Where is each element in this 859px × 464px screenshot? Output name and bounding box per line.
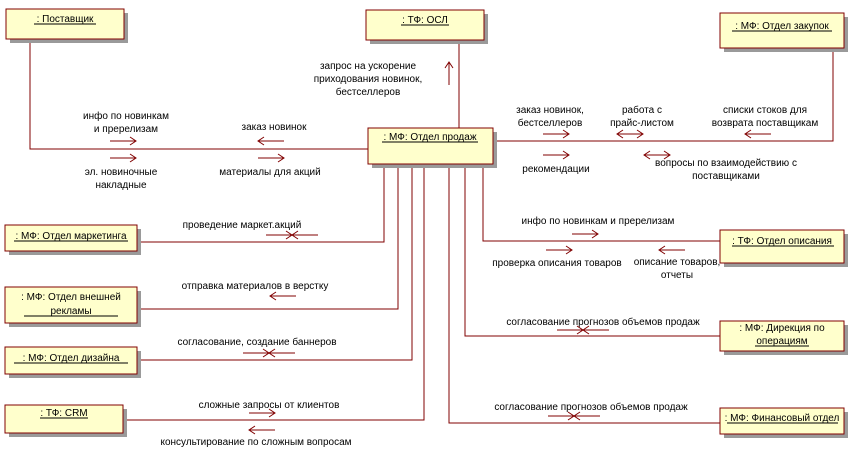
object-design: : МФ: Отдел дизайна [4,346,141,378]
message-arrows [110,61,771,435]
msg-marketing-actions: проведение маркет.акций [183,220,302,231]
msg-purch-stock-2: возврата поставщикам [712,118,819,129]
msg-purch-reco: рекомендации [522,164,589,175]
object-ops-label-line1: : МФ: Дирекция по [739,323,825,334]
arrow-fin-forward [548,411,575,421]
object-sales: : МФ: Отдел продаж [367,127,497,168]
links [29,40,834,424]
arrow-desc-info [572,229,599,239]
msg-purch-questions-2: поставщиками [692,171,760,182]
object-ext-ads: : МФ: Отдел внешней рекламы [4,286,141,327]
object-purchasing-label: : МФ: Отдел закупок [735,21,829,32]
msg-supplier-invoices-2: накладные [95,180,147,191]
arrow-crm-consult [248,425,275,435]
msg-supplier-materials: материалы для акций [219,167,320,178]
link-marketing-sales [137,168,385,243]
arrow-fin-back [573,411,600,421]
object-ext-ads-label-line2: рекламы [50,306,91,317]
msg-desc-reports-2: отчеты [661,270,693,281]
link-extads-sales [137,168,399,310]
msg-desc-reports-1: описание товаров, [634,257,721,268]
msg-osl-request-3: бестселлеров [336,86,401,98]
object-finance: : МФ: Финансовый отдел [719,407,848,438]
arrow-supplier-info [110,136,137,146]
msg-purch-price-2: прайс-листом [610,118,674,129]
arrow-design-back [268,348,295,358]
object-description-label: : ТФ: Отдел описания [732,236,832,247]
arrow-ops-back [582,325,609,335]
message-labels: запрос на ускорение приходования новинок… [83,61,818,448]
object-ext-ads-label-line1: : МФ: Отдел внешней [21,292,121,303]
arrow-supplier-invoices [110,153,137,163]
link-crm-sales [123,168,425,421]
object-ops-label-line2: операциям [756,336,807,347]
arrow-design-forward [243,348,270,358]
link-supplier-sales [29,43,368,150]
arrow-crm-requests [249,408,276,418]
msg-design-banners: согласование, создание баннеров [177,336,336,348]
msg-purch-order-1: заказ новинок, [516,105,584,116]
object-marketing-label: : МФ: Отдел маркетинга [15,231,126,242]
arrow-purch-stock [744,129,771,139]
msg-desc-check: проверка описания товаров [492,258,621,269]
object-description: : ТФ: Отдел описания [719,229,848,267]
arrow-ext-layout [269,291,296,301]
object-supplier-label: : Поставщик [37,14,94,25]
object-purchasing: : МФ: Отдел закупок [719,12,848,52]
link-sales-ops [464,168,720,337]
msg-ext-layout: отправка материалов в верстку [182,281,329,292]
object-supplier: : Поставщик [5,8,128,43]
arrow-purch-price [616,129,644,139]
object-design-label: : МФ: Отдел дизайна [23,353,120,364]
msg-purch-questions-1: вопросы по взаимодействию с [655,158,797,169]
link-sales-description [482,168,720,242]
msg-osl-request-2: приходования новинок, [314,74,422,85]
arrow-purch-reco [543,150,570,160]
arrow-supplier-materials [258,153,285,163]
arrow-purch-questions [643,150,671,160]
msg-purch-price-1: работа с [622,104,662,116]
object-finance-label: : МФ: Финансовый отдел [725,413,840,424]
msg-osl-request-1: запрос на ускорение [320,61,416,72]
msg-desc-info: инфо по новинкам и пререлизам [522,215,675,227]
msg-ops-forecast: согласование прогнозов объемов продаж [506,316,700,328]
msg-crm-consult: консультирование по сложным вопросам [160,437,351,448]
msg-purch-stock-1: списки стоков для [723,105,807,116]
msg-crm-requests: сложные запросы от клиентов [199,400,340,411]
link-design-sales [137,168,413,361]
msg-supplier-order: заказ новинок [242,122,308,133]
link-purchasing-sales [497,52,834,142]
link-sales-finance [448,168,720,424]
msg-supplier-info-1: инфо по новинкам [83,110,169,122]
object-marketing: : МФ: Отдел маркетинга [4,224,141,255]
msg-supplier-invoices-1: эл. новиночные [85,167,158,178]
object-osl-label: : ТФ: ОСЛ [402,15,448,26]
arrow-marketing-forward [266,230,293,240]
object-crm-label: : ТФ: CRM [40,408,87,419]
arrow-desc-reports [658,245,685,255]
arrow-purch-order [543,129,570,139]
arrow-marketing-back [291,230,318,240]
object-osl: : ТФ: ОСЛ [365,9,488,44]
msg-purch-order-2: бестселлеров [518,117,583,129]
arrow-osl-request [444,61,454,85]
object-sales-label: : МФ: Отдел продаж [383,132,476,143]
object-ops: : МФ: Дирекция по операциям [719,320,848,355]
object-crm: : ТФ: CRM [4,404,127,437]
arrow-desc-check [546,245,573,255]
msg-fin-forecast: согласование прогнозов объемов продаж [494,401,688,413]
arrow-supplier-order [257,136,284,146]
msg-supplier-info-2: и пререлизам [94,124,158,135]
